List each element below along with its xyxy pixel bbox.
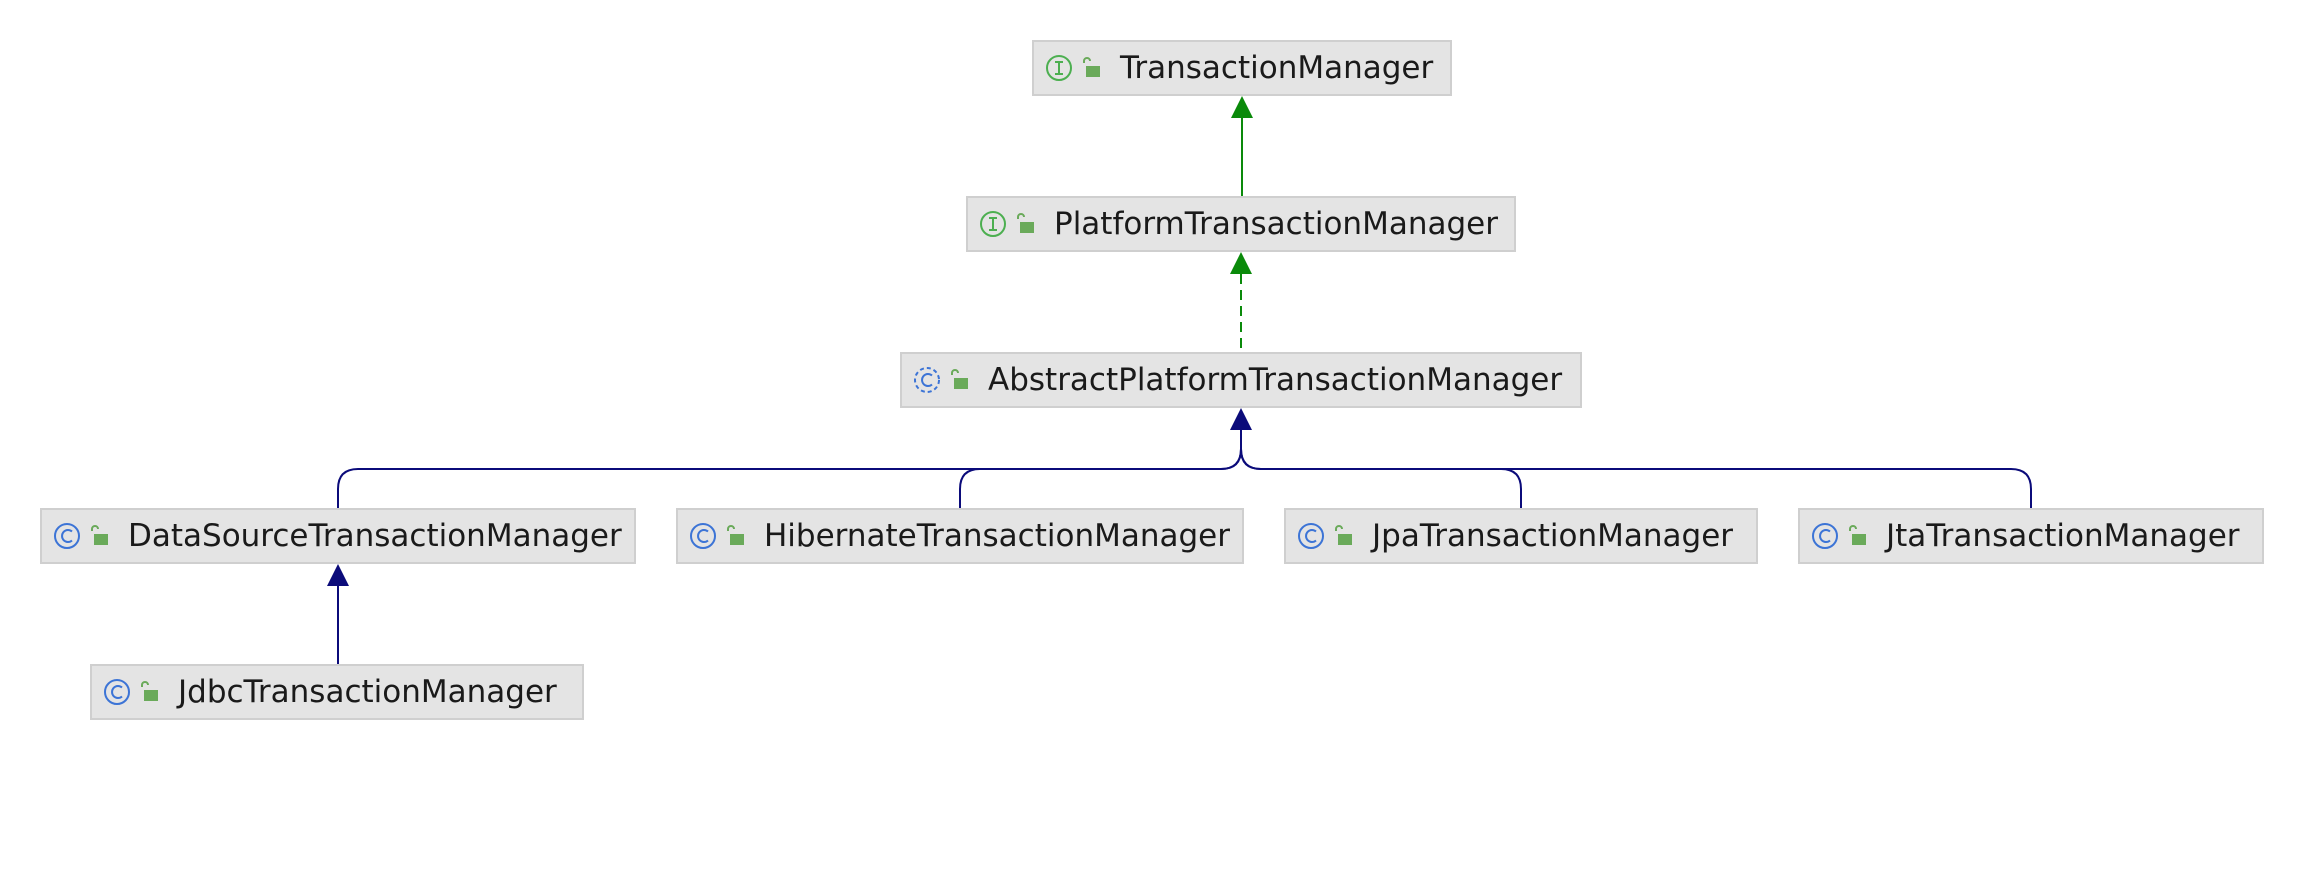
class-icon — [1812, 523, 1838, 549]
class-icon — [104, 679, 130, 705]
node-label: TransactionManager — [1120, 49, 1434, 86]
edge-jtatm-to-aptm — [1240, 448, 2032, 508]
lock-icon — [1017, 213, 1034, 233]
node-label: PlatformTransactionManager — [1054, 205, 1498, 242]
node-data-source-transaction-manager[interactable]: DataSourceTransactionManager — [40, 508, 636, 564]
abstract-class-icon — [914, 367, 940, 393]
node-label: DataSourceTransactionManager — [128, 517, 622, 554]
node-jta-transaction-manager[interactable]: JtaTransactionManager — [1798, 508, 2264, 564]
lock-icon — [91, 525, 108, 545]
node-label: JpaTransactionManager — [1372, 517, 1734, 554]
arrow-head — [327, 564, 349, 586]
interface-icon — [980, 211, 1006, 237]
class-icon — [1298, 523, 1324, 549]
node-transaction-manager[interactable]: TransactionManager — [1032, 40, 1452, 96]
class-icon — [54, 523, 80, 549]
node-label: AbstractPlatformTransactionManager — [988, 361, 1563, 398]
lock-icon — [1335, 525, 1352, 545]
node-abstract-platform-transaction-manager[interactable]: AbstractPlatformTransactionManager — [900, 352, 1582, 408]
lock-icon — [141, 681, 158, 701]
lock-icon — [951, 369, 968, 389]
arrow-head — [1231, 96, 1253, 118]
edge-dstm-to-aptm — [337, 448, 1242, 508]
lock-icon — [1849, 525, 1866, 545]
node-platform-transaction-manager[interactable]: PlatformTransactionManager — [966, 196, 1516, 252]
class-icon — [690, 523, 716, 549]
edge-jpatm-to-aptm — [1240, 448, 1522, 508]
lock-icon — [1083, 57, 1100, 77]
node-jpa-transaction-manager[interactable]: JpaTransactionManager — [1284, 508, 1758, 564]
arrow-head — [1230, 408, 1252, 430]
edge-htm-to-aptm — [959, 448, 1242, 508]
node-jdbc-transaction-manager[interactable]: JdbcTransactionManager — [90, 664, 584, 720]
arrow-head — [1230, 252, 1252, 274]
node-label: JtaTransactionManager — [1886, 517, 2240, 554]
lock-icon — [727, 525, 744, 545]
interface-icon — [1046, 55, 1072, 81]
node-label: JdbcTransactionManager — [178, 673, 557, 710]
node-hibernate-transaction-manager[interactable]: HibernateTransactionManager — [676, 508, 1244, 564]
node-label: HibernateTransactionManager — [764, 517, 1230, 554]
